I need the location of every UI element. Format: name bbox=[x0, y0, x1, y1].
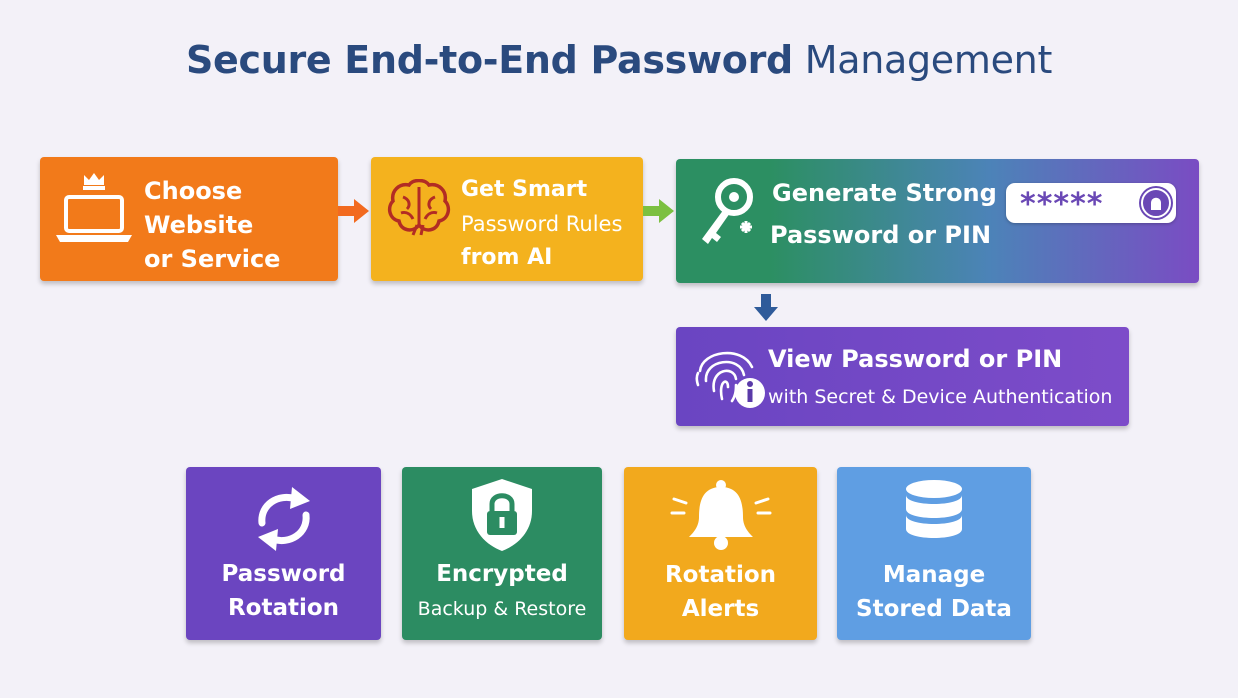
rules-line-1: Get Smart bbox=[461, 177, 588, 202]
alerts-line-1: Rotation bbox=[664, 562, 777, 588]
choose-line-2: Website bbox=[144, 211, 254, 239]
arrow-right-icon bbox=[338, 199, 369, 223]
arrow-down-icon bbox=[754, 294, 778, 321]
view-password-card: View Password or PIN with Secret & Devic… bbox=[676, 327, 1129, 426]
bell-icon bbox=[670, 480, 772, 550]
choose-line-3: or Service bbox=[144, 245, 281, 273]
key-icon bbox=[702, 178, 753, 244]
generate-line-2: Password or PIN bbox=[770, 221, 992, 249]
page-title: Secure End-to-End Password Management bbox=[0, 38, 1238, 82]
arrow-right-icon bbox=[643, 199, 674, 223]
lock-badge-icon bbox=[1139, 186, 1173, 220]
choose-website-card: Choose Website or Service bbox=[40, 157, 338, 281]
shield-lock-icon bbox=[472, 479, 532, 551]
title-bold: Secure End-to-End Password bbox=[185, 38, 793, 82]
database-icon bbox=[906, 480, 962, 538]
smart-rules-card: Get Smart Password Rules from AI bbox=[371, 157, 643, 281]
laptop-crown-icon bbox=[56, 173, 132, 242]
manage-line-2: Stored Data bbox=[856, 596, 1012, 622]
title-light: Management bbox=[804, 38, 1053, 82]
rotation-line-2: Rotation bbox=[227, 595, 340, 621]
generate-password-card: Generate Strong Password or PIN ***** bbox=[676, 159, 1199, 283]
manage-line-1: Manage bbox=[882, 562, 986, 588]
view-line-1: View Password or PIN bbox=[768, 345, 1063, 373]
backup-line-1: Encrypted bbox=[436, 561, 568, 587]
rotation-alerts-tile: Rotation Alerts bbox=[624, 467, 817, 640]
generate-line-1: Generate Strong bbox=[772, 179, 997, 207]
choose-line-1: Choose bbox=[144, 177, 243, 205]
fingerprint-icon bbox=[695, 351, 765, 408]
rules-line-2: Password Rules bbox=[461, 212, 623, 236]
alerts-line-2: Alerts bbox=[681, 596, 760, 622]
masked-password: ***** bbox=[1020, 187, 1104, 222]
view-line-2: with Secret & Device Authentication bbox=[768, 386, 1113, 408]
brain-icon bbox=[387, 179, 451, 236]
rotate-icon bbox=[258, 487, 310, 551]
rules-line-3: from AI bbox=[461, 245, 553, 270]
manage-data-tile: Manage Stored Data bbox=[837, 467, 1031, 640]
encrypted-backup-tile: Encrypted Backup & Restore bbox=[402, 467, 602, 640]
backup-line-2: Backup & Restore bbox=[417, 598, 587, 620]
password-preview-field: ***** bbox=[1006, 183, 1176, 223]
password-rotation-tile: Password Rotation bbox=[186, 467, 381, 640]
rotation-line-1: Password bbox=[221, 561, 346, 587]
